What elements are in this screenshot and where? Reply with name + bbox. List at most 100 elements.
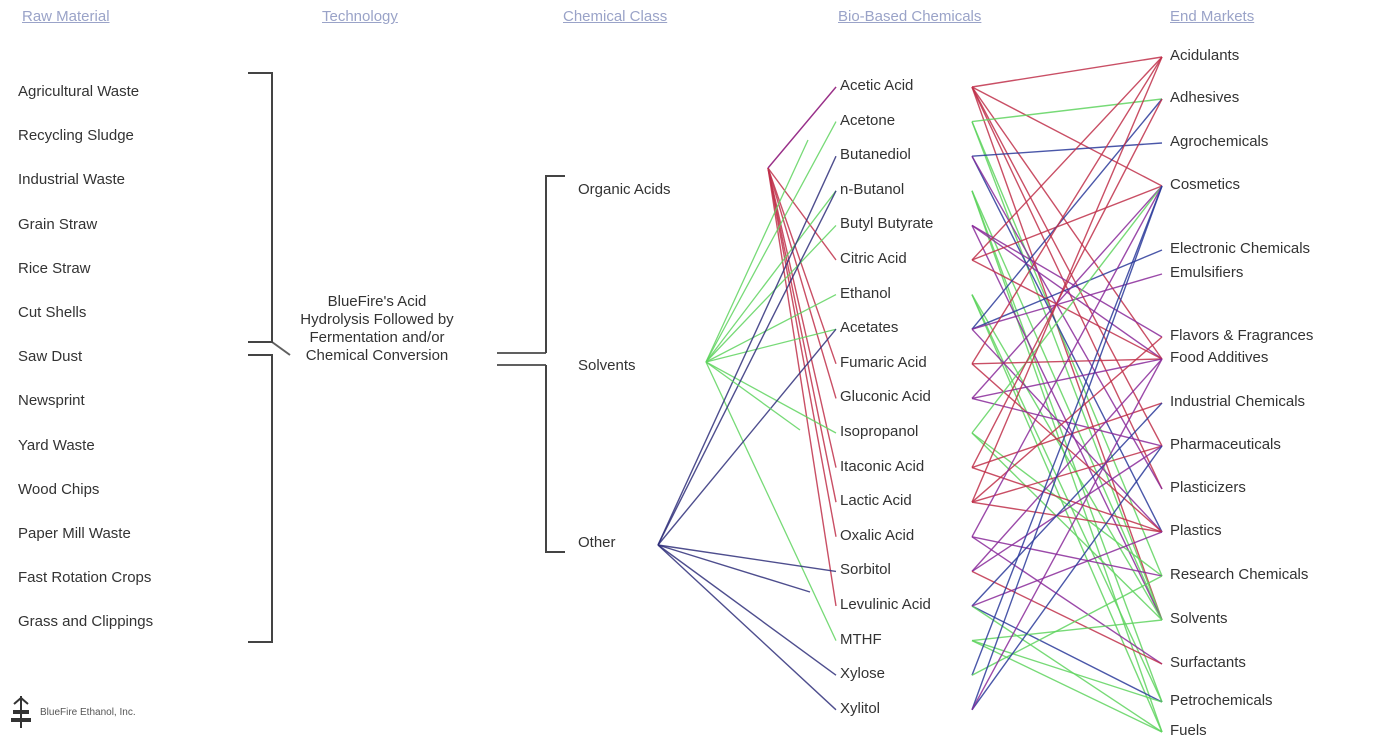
solvent-link	[705, 294, 837, 363]
raw-material-item: Fast Rotation Crops	[18, 569, 152, 587]
end-market-item: Adhesives	[1170, 89, 1240, 106]
organic-acid-link	[767, 167, 837, 261]
chemical-to-market-link	[971, 185, 1163, 538]
end-market-item: Industrial Chemicals	[1170, 393, 1306, 410]
solvent-link	[705, 361, 837, 641]
end-market-item: Solvents	[1170, 610, 1228, 627]
header-chemical-class[interactable]: Chemical Class	[563, 8, 668, 25]
raw-material-item: Newsprint	[18, 392, 85, 410]
header-end-markets[interactable]: End Markets	[1170, 8, 1255, 25]
raw-material-bracket-bottom	[248, 354, 273, 643]
solvent-link	[705, 361, 801, 431]
raw-material-item: Rice Straw	[18, 259, 91, 277]
raw-material-item: Recycling Sludge	[18, 127, 134, 145]
end-market-item: Plastics	[1170, 522, 1222, 539]
end-market-item: Food Additives	[1170, 349, 1269, 366]
chemical-item: Xylose	[840, 665, 886, 683]
chemical-to-market-link	[971, 445, 1163, 711]
header-raw-material[interactable]: Raw Material	[22, 8, 110, 25]
chemical-to-market-link	[971, 294, 1163, 733]
chemical-item: Gluconic Acid	[840, 388, 931, 406]
end-market-item: Electronic Chemicals	[1170, 240, 1311, 257]
organic-acid-link	[767, 167, 837, 503]
end-market-item: Research Chemicals	[1170, 566, 1309, 583]
footer: BlueFire Ethanol, Inc.	[8, 694, 136, 730]
chemical-to-market-link	[971, 536, 1163, 577]
chemical-to-market-link	[971, 56, 1163, 503]
chemical-to-market-link	[971, 121, 1163, 577]
chemical-to-market-link	[971, 86, 1163, 621]
organic-acid-link	[767, 167, 837, 399]
solvent-link	[705, 328, 837, 363]
other-link	[657, 544, 837, 676]
raw-material-item: Paper Mill Waste	[18, 525, 131, 542]
raw-material-item: Cut Shells	[18, 304, 87, 321]
header-bio-based[interactable]: Bio-Based Chemicals	[838, 8, 982, 25]
chemical-to-market-link	[971, 570, 1163, 665]
organic-acid-link	[767, 167, 837, 365]
end-market-item: Petrochemicals	[1170, 692, 1273, 709]
chemical-to-market-link	[971, 575, 1163, 676]
chemical-to-market-link	[971, 56, 1163, 88]
technology-box: BlueFire's Acid Hydrolysis Followed by F…	[300, 293, 454, 364]
end-market-item: Emulsifiers	[1170, 264, 1244, 281]
chemical-to-market-link	[971, 190, 1163, 621]
end-market-item: Cosmetics	[1170, 176, 1241, 193]
end-market-item: Acidulants	[1170, 47, 1240, 64]
raw-material-item: Yard Waste	[18, 436, 95, 454]
company-logo-icon	[11, 696, 31, 728]
solvent-link	[705, 361, 837, 434]
chemical-item: Acetone	[840, 111, 896, 129]
chemical-item: Sorbitol	[840, 561, 891, 579]
raw-material-item: Grass and Clippings	[18, 613, 154, 631]
company-name: BlueFire Ethanol, Inc.	[40, 706, 136, 718]
chemical-to-market-link	[971, 501, 1163, 533]
chemical-to-market-link	[971, 358, 1163, 572]
chemical-item: Lactic Acid	[840, 492, 912, 510]
solvent-link	[705, 139, 809, 363]
other-link	[657, 328, 837, 546]
chemical-to-market-link	[971, 536, 1163, 665]
chemical-item: Itaconic Acid	[840, 457, 925, 475]
other-link	[657, 544, 811, 593]
chemical-to-market-link	[971, 98, 1163, 330]
end-market-item: Surfactants	[1170, 654, 1246, 671]
chemical-item: Ethanol	[840, 284, 891, 302]
raw-material-bracket-top	[248, 72, 273, 343]
chemical-to-market-link	[971, 121, 1163, 621]
organic-acid-link	[767, 167, 837, 537]
solvent-link	[705, 121, 837, 363]
organic-acid-link	[767, 86, 837, 169]
other-link	[657, 544, 837, 711]
bracket-join	[271, 341, 291, 356]
chemical-to-market-link	[971, 273, 1163, 330]
solvent-link	[705, 224, 837, 363]
chemical-to-market-link	[971, 142, 1163, 157]
other-link	[657, 544, 837, 573]
raw-material-item: Saw Dust	[18, 348, 83, 366]
chemical-to-market-link	[971, 86, 1163, 447]
class-bracket-top	[545, 175, 565, 353]
other-link	[657, 155, 837, 546]
chemical-to-market-link	[971, 56, 1163, 261]
chemical-to-market-link	[971, 56, 1163, 365]
chemical-item: Butanediol	[840, 146, 911, 164]
chemical-item: Butyl Butyrate	[840, 215, 934, 233]
header-technology[interactable]: Technology	[322, 8, 398, 25]
chemical-item: Xylitol	[840, 699, 881, 717]
chemical-item: Levulinic Acid	[840, 596, 931, 613]
class-bracket-bottom	[545, 365, 565, 553]
chemical-class-item: Organic Acids	[578, 181, 671, 198]
end-market-item: Agrochemicals	[1170, 133, 1269, 150]
chemical-item: Citric Acid	[840, 250, 907, 267]
chemical-to-market-link	[971, 185, 1163, 399]
end-market-item: Fuels	[1170, 722, 1207, 739]
chemical-to-market-link	[971, 185, 1163, 434]
end-market-item: Pharmaceuticals	[1170, 436, 1281, 453]
chemical-to-market-link	[971, 190, 1163, 733]
chemical-to-market-link	[971, 402, 1163, 469]
chemical-to-market-link	[971, 155, 1163, 490]
chemical-item: n-Butanol	[840, 180, 905, 198]
